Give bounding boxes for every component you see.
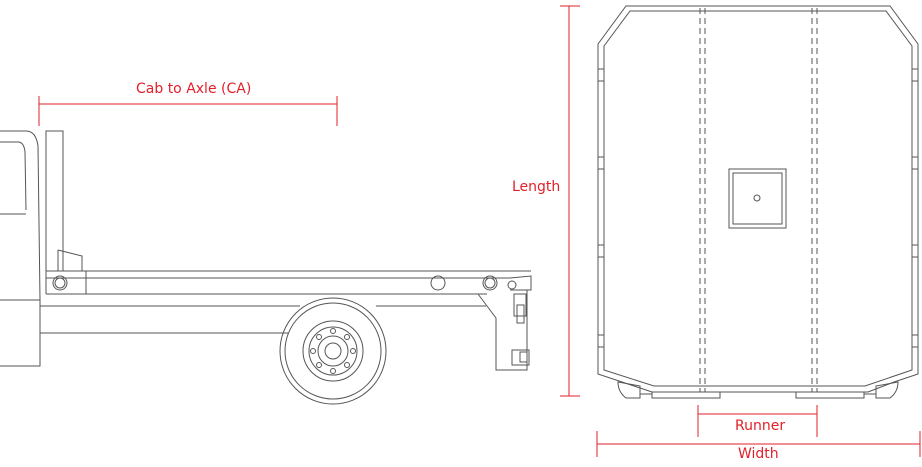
runner-dimension bbox=[697, 405, 818, 437]
truck-cab bbox=[0, 130, 41, 367]
side-view bbox=[0, 130, 532, 405]
lug-nuts bbox=[310, 328, 356, 374]
length-label: Length bbox=[512, 179, 561, 195]
headboard bbox=[45, 130, 83, 272]
runners bbox=[699, 8, 818, 392]
length-dimension bbox=[560, 5, 580, 397]
bed-rail bbox=[45, 270, 531, 295]
width-dimension bbox=[596, 431, 921, 457]
rear-bracket bbox=[477, 275, 532, 371]
rear-wheel bbox=[279, 297, 387, 405]
bed-outline bbox=[597, 5, 919, 393]
rear-underside bbox=[617, 381, 899, 399]
width-label: Width bbox=[738, 446, 779, 462]
runner-label: Runner bbox=[735, 418, 786, 434]
cab-to-axle-dimension bbox=[38, 96, 338, 126]
top-view bbox=[597, 5, 919, 399]
stake-pockets bbox=[597, 68, 919, 348]
hitch-plate bbox=[728, 168, 787, 229]
cab-to-axle-label: Cab to Axle (CA) bbox=[136, 81, 252, 97]
chassis-frame bbox=[40, 305, 486, 334]
